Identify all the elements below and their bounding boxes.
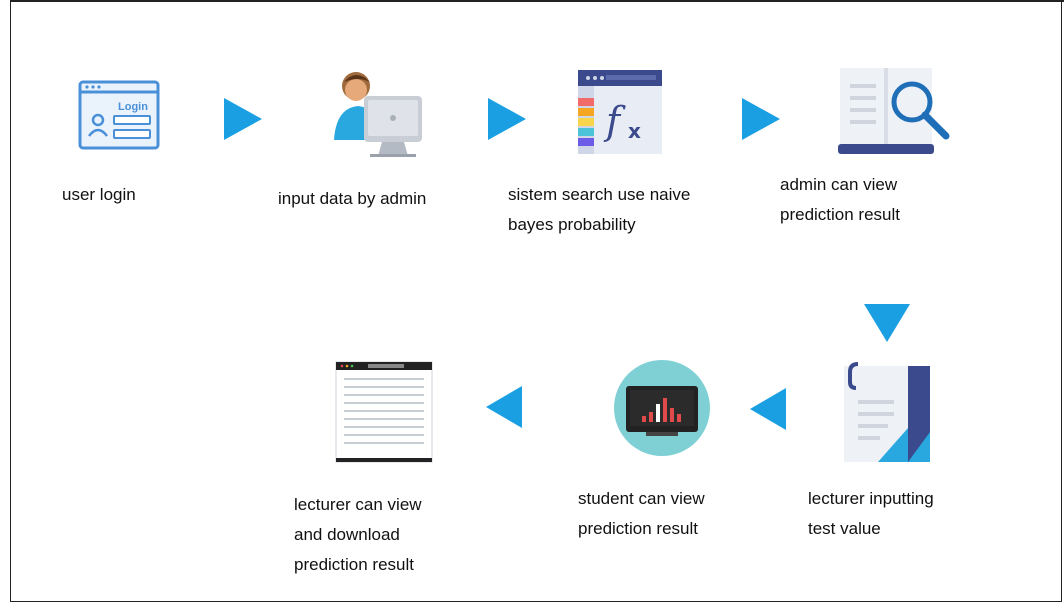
frame-top-border (10, 0, 1064, 2)
arrow-right-icon (224, 98, 262, 140)
document-page-icon (335, 361, 433, 463)
label-line: prediction result (578, 519, 699, 538)
step-label-student-view: student can view prediction result (578, 484, 705, 544)
book-magnifier-icon (838, 68, 950, 154)
arrow-down-icon (864, 304, 910, 342)
label-line: student can view (578, 489, 705, 508)
arrow-left-icon (486, 386, 522, 428)
label-line: bayes probability (508, 215, 636, 234)
arrow-left-icon (750, 388, 786, 430)
step-label-lecturer-input: lecturer inputting test value (808, 484, 934, 544)
step-label-system-search: sistem search use naive bayes probabilit… (508, 180, 690, 240)
login-form-icon: Login (78, 80, 160, 150)
step-label-user-login: user login (62, 180, 136, 210)
label-line: lecturer can view (294, 495, 422, 514)
diagram-frame (10, 0, 1062, 602)
notebook-icon (844, 362, 930, 462)
label-line: input data by admin (278, 189, 427, 208)
label-line: prediction result (294, 555, 415, 574)
arrow-right-icon (742, 98, 780, 140)
svg-text:x: x (628, 119, 641, 143)
function-formula-icon: f x (578, 70, 662, 154)
step-label-input-data: input data by admin (278, 184, 426, 214)
label-line: prediction result (780, 205, 901, 224)
step-label-admin-view: admin can view prediction result (780, 170, 900, 230)
admin-computer-icon (334, 72, 422, 157)
step-label-lecturer-view: lecturer can view and download predictio… (294, 490, 422, 580)
bar-chart-monitor-icon (614, 360, 710, 456)
label-line: user login (62, 185, 136, 204)
label-line: and download (294, 525, 400, 544)
arrow-right-icon (488, 98, 526, 140)
label-line: admin can view (780, 175, 898, 194)
label-line: lecturer inputting (808, 489, 934, 508)
svg-text:Login: Login (118, 101, 148, 113)
label-line: sistem search use naive (508, 185, 691, 204)
label-line: test value (808, 519, 881, 538)
